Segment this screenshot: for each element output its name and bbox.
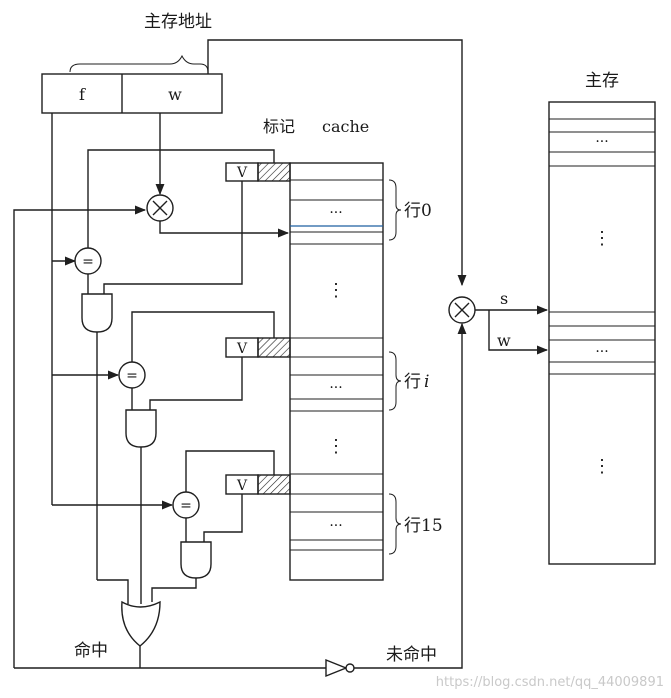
row15-tag-to-comparator <box>185 450 275 492</box>
row0-tag-field <box>257 162 291 182</box>
address-register <box>41 73 223 114</box>
memory-ellipsis-top: ··· <box>595 134 608 150</box>
row0-tag-to-comparator <box>87 149 275 248</box>
memory-vdots-1: ⋮ <box>593 228 611 249</box>
row0-valid-to-and <box>103 181 243 294</box>
row0-label: 行0 <box>404 201 432 221</box>
address-field-w: w <box>168 85 182 104</box>
w-signal-line <box>488 310 549 355</box>
s-signal-label: s <box>500 289 508 308</box>
left-control-line <box>13 205 147 668</box>
watermark: https://blog.csdn.net/qq_44009891 <box>436 675 664 690</box>
hit-label: 命中 <box>74 641 108 661</box>
rowi-valid-label: V <box>236 341 248 357</box>
hit-or-gate <box>121 600 161 647</box>
cache-row-15: ··· <box>290 473 383 551</box>
rowi-brace <box>388 351 402 411</box>
w-signal-label: w <box>497 331 511 350</box>
main-memory-title: 主存 <box>585 71 619 91</box>
miss-to-memory-line <box>354 322 467 669</box>
rowi-label-prefix: 行 <box>404 372 421 392</box>
row0-and-gate <box>81 293 113 333</box>
multiplier-to-cache-line <box>159 221 290 238</box>
tag-label: 标记 <box>263 117 295 136</box>
address-to-memory-line <box>207 39 467 287</box>
row15-and-gate <box>180 541 212 579</box>
address-brace <box>69 54 209 73</box>
rowi-tag-field <box>257 337 291 358</box>
row15-and-output <box>151 578 197 602</box>
row0-ellipsis: ··· <box>329 205 342 221</box>
rowi-tag-to-comparator <box>131 311 275 362</box>
row15-label: 行15 <box>404 516 443 536</box>
main-memory-array <box>548 101 656 565</box>
cache-row-i: ··· <box>290 337 383 412</box>
address-field-f: f <box>79 85 86 104</box>
or-input-0 <box>97 579 129 604</box>
miss-label: 未命中 <box>386 645 437 665</box>
rowi-and-gate <box>125 409 157 448</box>
row15-tag-field <box>257 474 291 495</box>
main-address-title: 主存地址 <box>144 12 212 32</box>
memory-multiplier-x-mark <box>454 302 470 318</box>
inverter-bubble <box>345 663 355 673</box>
miss-inverter <box>325 658 348 678</box>
row15-valid-label: V <box>236 478 248 494</box>
multiplier-x-mark <box>152 200 168 216</box>
rowi-label-index: i <box>424 372 429 392</box>
row15-valid-to-and <box>203 494 243 542</box>
cache-label: cache <box>322 117 369 136</box>
row15-ellipsis: ··· <box>329 518 342 534</box>
cache-vdots-2: ⋮ <box>327 436 345 457</box>
row0-brace <box>388 179 402 241</box>
memory-vdots-2: ⋮ <box>593 456 611 477</box>
rowi-valid-to-and <box>149 357 243 410</box>
main-memory-rows <box>549 118 655 375</box>
cache-vdots-1: ⋮ <box>327 280 345 301</box>
cache-row-0: ··· <box>290 179 383 245</box>
row0-comparator-sign: = <box>82 254 94 270</box>
row0-valid-label: V <box>236 165 248 181</box>
row15-brace <box>388 493 402 555</box>
rowi-ellipsis: ··· <box>329 380 342 396</box>
memory-ellipsis-mid: ··· <box>595 344 608 360</box>
row15-comparator-sign: = <box>180 498 192 514</box>
rowi-comparator-sign: = <box>126 368 138 384</box>
